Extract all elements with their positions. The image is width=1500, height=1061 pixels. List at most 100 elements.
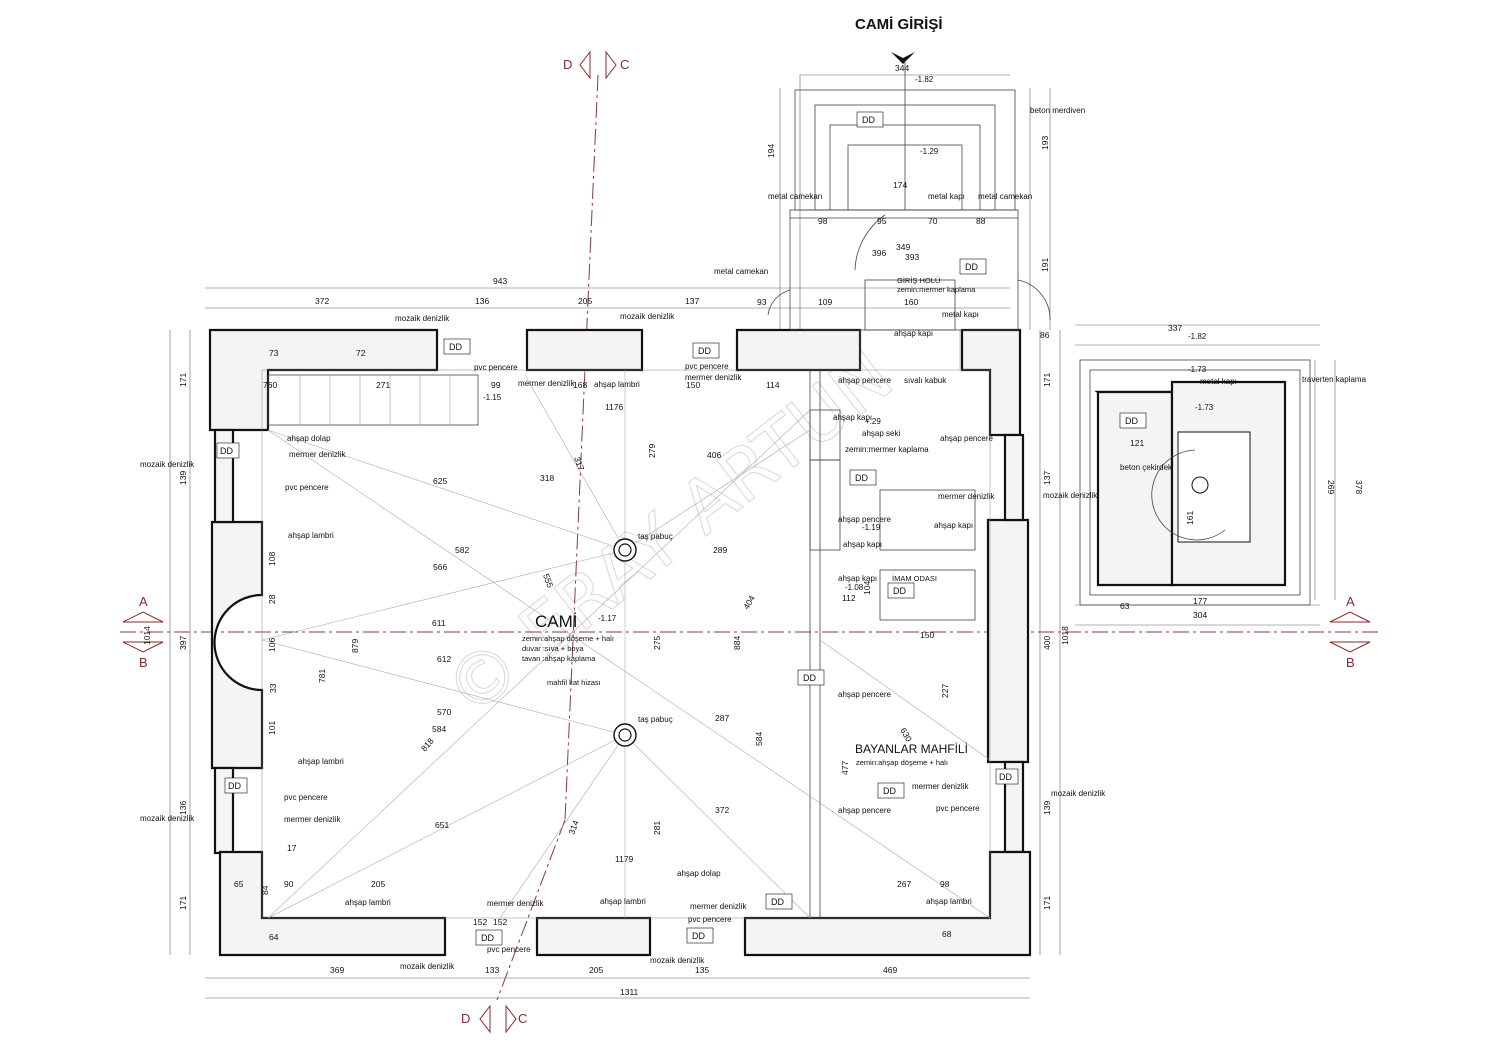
svg-text:33: 33 <box>268 683 278 693</box>
svg-text:D: D <box>461 1011 470 1026</box>
svg-text:mermer denizlik: mermer denizlik <box>685 373 742 382</box>
svg-text:879: 879 <box>350 639 360 653</box>
room-imam: İMAM ODASI <box>892 574 937 583</box>
svg-text:traverten kaplama: traverten kaplama <box>1302 375 1367 384</box>
svg-text:369: 369 <box>330 965 344 975</box>
svg-text:584: 584 <box>432 724 446 734</box>
svg-text:137: 137 <box>1042 471 1052 485</box>
mahfil-kat: mahfil kat hizası <box>547 678 601 687</box>
svg-text:B: B <box>1346 655 1355 670</box>
svg-text:ahşap pencere: ahşap pencere <box>838 690 891 699</box>
svg-text:pvc pencere: pvc pencere <box>284 793 328 802</box>
svg-text:104: 104 <box>862 581 872 595</box>
svg-text:171: 171 <box>178 373 188 387</box>
svg-text:93: 93 <box>757 297 767 307</box>
svg-text:566: 566 <box>433 562 447 572</box>
section-axis-cd-lower <box>496 819 566 1001</box>
svg-text:171: 171 <box>1042 896 1052 910</box>
level-marks: -1.82 -1.29 -1.15 -1.17 +.29 -1.19 -1.08… <box>483 75 1214 623</box>
svg-text:625: 625 <box>433 476 447 486</box>
svg-text:ahşap pencere: ahşap pencere <box>838 376 891 385</box>
svg-text:109: 109 <box>818 297 832 307</box>
column-south <box>613 723 637 747</box>
svg-text:70: 70 <box>928 216 938 226</box>
svg-text:150: 150 <box>686 380 700 390</box>
svg-text:160: 160 <box>904 297 918 307</box>
svg-text:DD: DD <box>698 346 711 356</box>
svg-text:mermer denizlik: mermer denizlik <box>289 450 346 459</box>
svg-text:136: 136 <box>178 801 188 815</box>
svg-text:108: 108 <box>267 552 277 566</box>
svg-text:171: 171 <box>178 896 188 910</box>
svg-text:-1.15: -1.15 <box>483 393 502 402</box>
svg-text:205: 205 <box>589 965 603 975</box>
svg-text:139: 139 <box>1042 801 1052 815</box>
svg-text:281: 281 <box>652 821 662 835</box>
svg-text:99: 99 <box>491 380 501 390</box>
svg-text:metal kapı: metal kapı <box>942 310 979 319</box>
svg-text:DD: DD <box>481 933 494 943</box>
svg-text:344: 344 <box>895 63 909 73</box>
svg-text:zemin:mermer kaplama: zemin:mermer kaplama <box>845 445 929 454</box>
svg-text:1311: 1311 <box>620 987 639 997</box>
column-north <box>613 538 637 562</box>
svg-text:152: 152 <box>473 917 487 927</box>
room-giris: GİRİŞ HOLÜ <box>897 276 940 285</box>
svg-text:ahşap pencere: ahşap pencere <box>838 515 891 524</box>
svg-text:DD: DD <box>1125 416 1138 426</box>
svg-text:152: 152 <box>493 917 507 927</box>
svg-text:314: 314 <box>566 819 580 836</box>
dimension-values: 943 372 136 205 137 1311 369 133 205 135… <box>142 63 1364 997</box>
svg-text:metal camekan: metal camekan <box>714 267 768 276</box>
svg-text:612: 612 <box>437 654 451 664</box>
svg-text:477: 477 <box>840 761 850 775</box>
svg-text:177: 177 <box>1193 596 1207 606</box>
svg-text:135: 135 <box>695 965 709 975</box>
svg-text:ahşap lambri: ahşap lambri <box>298 757 344 766</box>
svg-text:943: 943 <box>493 276 507 286</box>
svg-text:28: 28 <box>267 594 277 604</box>
cami-note-1: zemin:ahşap döşeme + halı <box>522 634 614 643</box>
svg-text:139: 139 <box>178 471 188 485</box>
svg-text:DD: DD <box>862 115 875 125</box>
svg-text:818: 818 <box>419 736 436 754</box>
room-cami: CAMİ <box>535 612 578 631</box>
section-marker-left: A B <box>122 594 164 670</box>
svg-text:mermer denizlik: mermer denizlik <box>518 379 575 388</box>
svg-text:-1.19: -1.19 <box>862 523 881 532</box>
svg-text:191: 191 <box>1040 258 1050 272</box>
svg-text:121: 121 <box>1130 438 1144 448</box>
svg-text:mozaik denizlik: mozaik denizlik <box>140 460 195 469</box>
svg-text:205: 205 <box>578 296 592 306</box>
svg-text:267: 267 <box>897 879 911 889</box>
svg-text:pvc pencere: pvc pencere <box>688 915 732 924</box>
section-marker-top: D C <box>563 50 629 80</box>
svg-text:287: 287 <box>715 713 729 723</box>
svg-text:pvc pencere: pvc pencere <box>285 483 329 492</box>
svg-text:17: 17 <box>287 843 297 853</box>
svg-text:279: 279 <box>647 444 657 458</box>
svg-text:C: C <box>518 1011 527 1026</box>
svg-text:98: 98 <box>818 216 828 226</box>
svg-text:-1.08: -1.08 <box>845 583 864 592</box>
svg-text:378: 378 <box>1354 480 1364 494</box>
svg-text:1014: 1014 <box>142 626 152 645</box>
svg-text:mozaik denizlik: mozaik denizlik <box>140 814 195 823</box>
svg-text:metal camekan: metal camekan <box>768 192 822 201</box>
svg-text:194: 194 <box>766 144 776 158</box>
entrance-arrow-icon <box>891 52 915 64</box>
svg-text:137: 137 <box>685 296 699 306</box>
svg-text:ahşap kapı: ahşap kapı <box>843 540 882 549</box>
svg-text:136: 136 <box>475 296 489 306</box>
svg-text:ahşap lambri: ahşap lambri <box>926 897 972 906</box>
svg-text:beton çekirdek: beton çekirdek <box>1120 463 1173 472</box>
svg-text:106: 106 <box>267 638 277 652</box>
svg-text:227: 227 <box>940 684 950 698</box>
svg-text:mermer denizlik: mermer denizlik <box>912 782 969 791</box>
room-bayanlar: BAYANLAR MAHFİLİ <box>855 742 968 756</box>
svg-text:469: 469 <box>883 965 897 975</box>
svg-text:pvc pencere: pvc pencere <box>487 945 531 954</box>
svg-text:-1.73: -1.73 <box>1195 403 1214 412</box>
svg-text:396: 396 <box>872 248 886 258</box>
bayanlar-note: zemin:ahşap döşeme + halı <box>856 758 948 767</box>
